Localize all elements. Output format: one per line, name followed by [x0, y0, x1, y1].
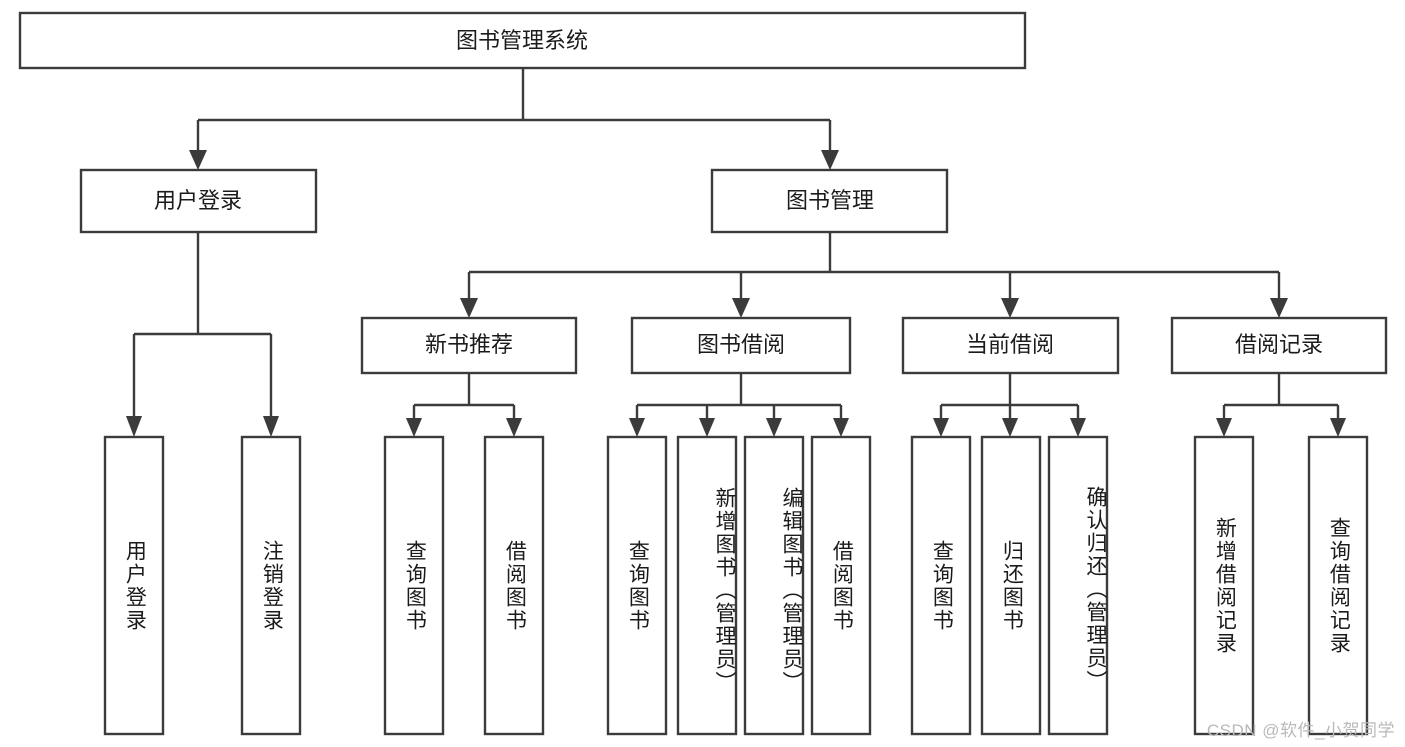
leaf-box-record-add[interactable]	[1193, 435, 1255, 736]
arrow-head-bookborrow-c2	[699, 418, 715, 437]
csdn-watermark: CSDN @软件_小贺同学	[1206, 721, 1395, 740]
arrow-head-currentborrow-c2	[1002, 418, 1018, 437]
arrow-head-borrow-record	[1270, 298, 1288, 318]
leaf-box-current-query[interactable]	[910, 435, 972, 736]
arrow-head-newbook-c1	[406, 418, 422, 437]
node-current-borrow-box[interactable]	[901, 316, 1120, 375]
node-layer: 图书管理系统 用户登录 图书管理 新书推荐 图书借阅 当前借阅 借阅记录	[18, 11, 1388, 736]
arrow-head-borrowrecord-c2	[1330, 418, 1346, 437]
arrow-head-bookborrow-c4	[833, 418, 849, 437]
node-book-manage-label: 图书管理	[786, 188, 874, 213]
arrow-head-bookborrow-c3	[766, 418, 782, 437]
arrow-head-book-borrow	[732, 298, 750, 318]
node-root-box[interactable]	[18, 11, 1027, 70]
node-user-login-box[interactable]	[79, 168, 318, 234]
leaf-box-borrow-add[interactable]	[676, 435, 738, 736]
node-book-manage-box[interactable]	[710, 168, 949, 234]
node-borrow-record-box[interactable]	[1170, 316, 1388, 375]
node-user-login-label: 用户登录	[154, 188, 242, 213]
leaf-box-newbook-query[interactable]	[383, 435, 445, 736]
arrow-head-borrowrecord-c1	[1216, 418, 1232, 437]
arrow-head-user-login	[189, 150, 207, 170]
node-root-label: 图书管理系统	[456, 28, 588, 53]
node-book-borrow-box[interactable]	[630, 316, 852, 375]
node-new-book-box[interactable]	[360, 316, 578, 375]
leaf-box-borrow-query[interactable]	[606, 435, 668, 736]
arrow-head-new-book	[460, 298, 478, 318]
arrow-head-current-borrow	[1001, 298, 1019, 318]
node-new-book-label: 新书推荐	[425, 332, 513, 357]
leaf-box-newbook-borrow[interactable]	[483, 435, 545, 736]
leaf-box-user-login[interactable]	[103, 435, 165, 736]
node-book-borrow-label: 图书借阅	[697, 332, 785, 357]
leaf-box-current-confirm[interactable]	[1047, 435, 1109, 736]
arrow-head-currentborrow-c3	[1070, 418, 1086, 437]
leaf-box-current-return[interactable]	[980, 435, 1042, 736]
leaf-box-borrow-lend[interactable]	[810, 435, 872, 736]
arrow-head-logout-leaf	[263, 416, 279, 437]
leaf-box-logout[interactable]	[240, 435, 302, 736]
leaf-box-record-query[interactable]	[1307, 435, 1369, 736]
arrow-head-user-login-leaf	[126, 416, 142, 437]
node-current-borrow-label: 当前借阅	[966, 332, 1054, 357]
node-borrow-record-label: 借阅记录	[1235, 332, 1323, 357]
connector-layer	[126, 68, 1346, 437]
arrow-head-book-manage	[821, 150, 839, 170]
arrow-head-bookborrow-c1	[629, 418, 645, 437]
leaf-box-borrow-edit[interactable]	[743, 435, 805, 736]
arrow-head-newbook-c2	[506, 418, 522, 437]
arrow-head-currentborrow-c1	[933, 418, 949, 437]
